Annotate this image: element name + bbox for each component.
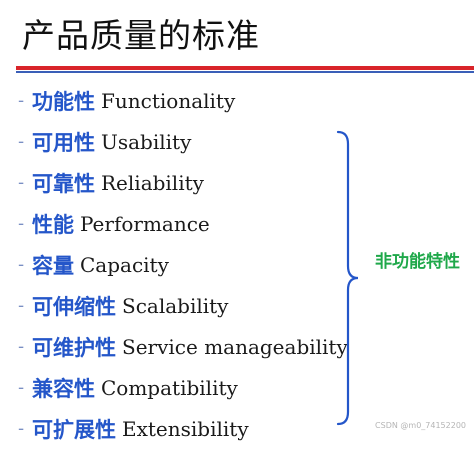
attribute-zh: 可靠性 <box>32 171 95 196</box>
watermark: CSDN @m0_74152200 <box>375 421 466 430</box>
attribute-en: Capacity <box>80 252 169 277</box>
attribute-en: Scalability <box>122 293 229 318</box>
list-item: - 可伸缩性 Scalability <box>18 285 348 326</box>
non-functional-label: 非功能特性 <box>375 252 460 272</box>
bullet-marker: - <box>18 90 25 111</box>
attribute-en: Functionality <box>101 88 236 113</box>
list-item: - 可用性 Usability <box>18 121 348 162</box>
attribute-zh: 性能 <box>32 212 74 237</box>
bullet-marker: - <box>18 131 25 152</box>
attribute-en: Compatibility <box>101 375 238 400</box>
attribute-en: Usability <box>101 129 192 154</box>
list-item: - 可靠性 Reliability <box>18 162 348 203</box>
list-item: - 可扩展性 Extensibility <box>18 408 348 449</box>
attribute-zh: 可伸缩性 <box>32 294 116 319</box>
slide-title: 产品质量的标准 <box>22 16 260 55</box>
quality-attribute-list: - 功能性 Functionality - 可用性 Usability - 可靠… <box>18 80 348 449</box>
list-item: - 功能性 Functionality <box>18 80 348 121</box>
bullet-marker: - <box>18 418 25 439</box>
title-rule-red <box>16 66 474 70</box>
bullet-marker: - <box>18 377 25 398</box>
attribute-en: Service manageability <box>122 334 348 359</box>
attribute-en: Extensibility <box>122 416 249 441</box>
title-rule-blue <box>16 71 474 73</box>
list-item: - 可维护性 Service manageability <box>18 326 348 367</box>
bullet-marker: - <box>18 213 25 234</box>
attribute-en: Reliability <box>101 170 204 195</box>
list-item: - 兼容性 Compatibility <box>18 367 348 408</box>
attribute-zh: 兼容性 <box>32 376 95 401</box>
list-item: - 容量 Capacity <box>18 244 348 285</box>
attribute-zh: 可用性 <box>32 130 95 155</box>
attribute-zh: 可扩展性 <box>32 417 116 442</box>
bullet-marker: - <box>18 336 25 357</box>
bullet-marker: - <box>18 172 25 193</box>
bullet-marker: - <box>18 295 25 316</box>
bullet-marker: - <box>18 254 25 275</box>
attribute-zh: 容量 <box>32 253 74 278</box>
curly-brace-icon <box>336 130 359 426</box>
attribute-en: Performance <box>80 211 210 236</box>
attribute-zh: 可维护性 <box>32 335 116 360</box>
list-item: - 性能 Performance <box>18 203 348 244</box>
slide: 产品质量的标准 - 功能性 Functionality - 可用性 Usabil… <box>16 16 474 442</box>
attribute-zh: 功能性 <box>32 89 95 114</box>
